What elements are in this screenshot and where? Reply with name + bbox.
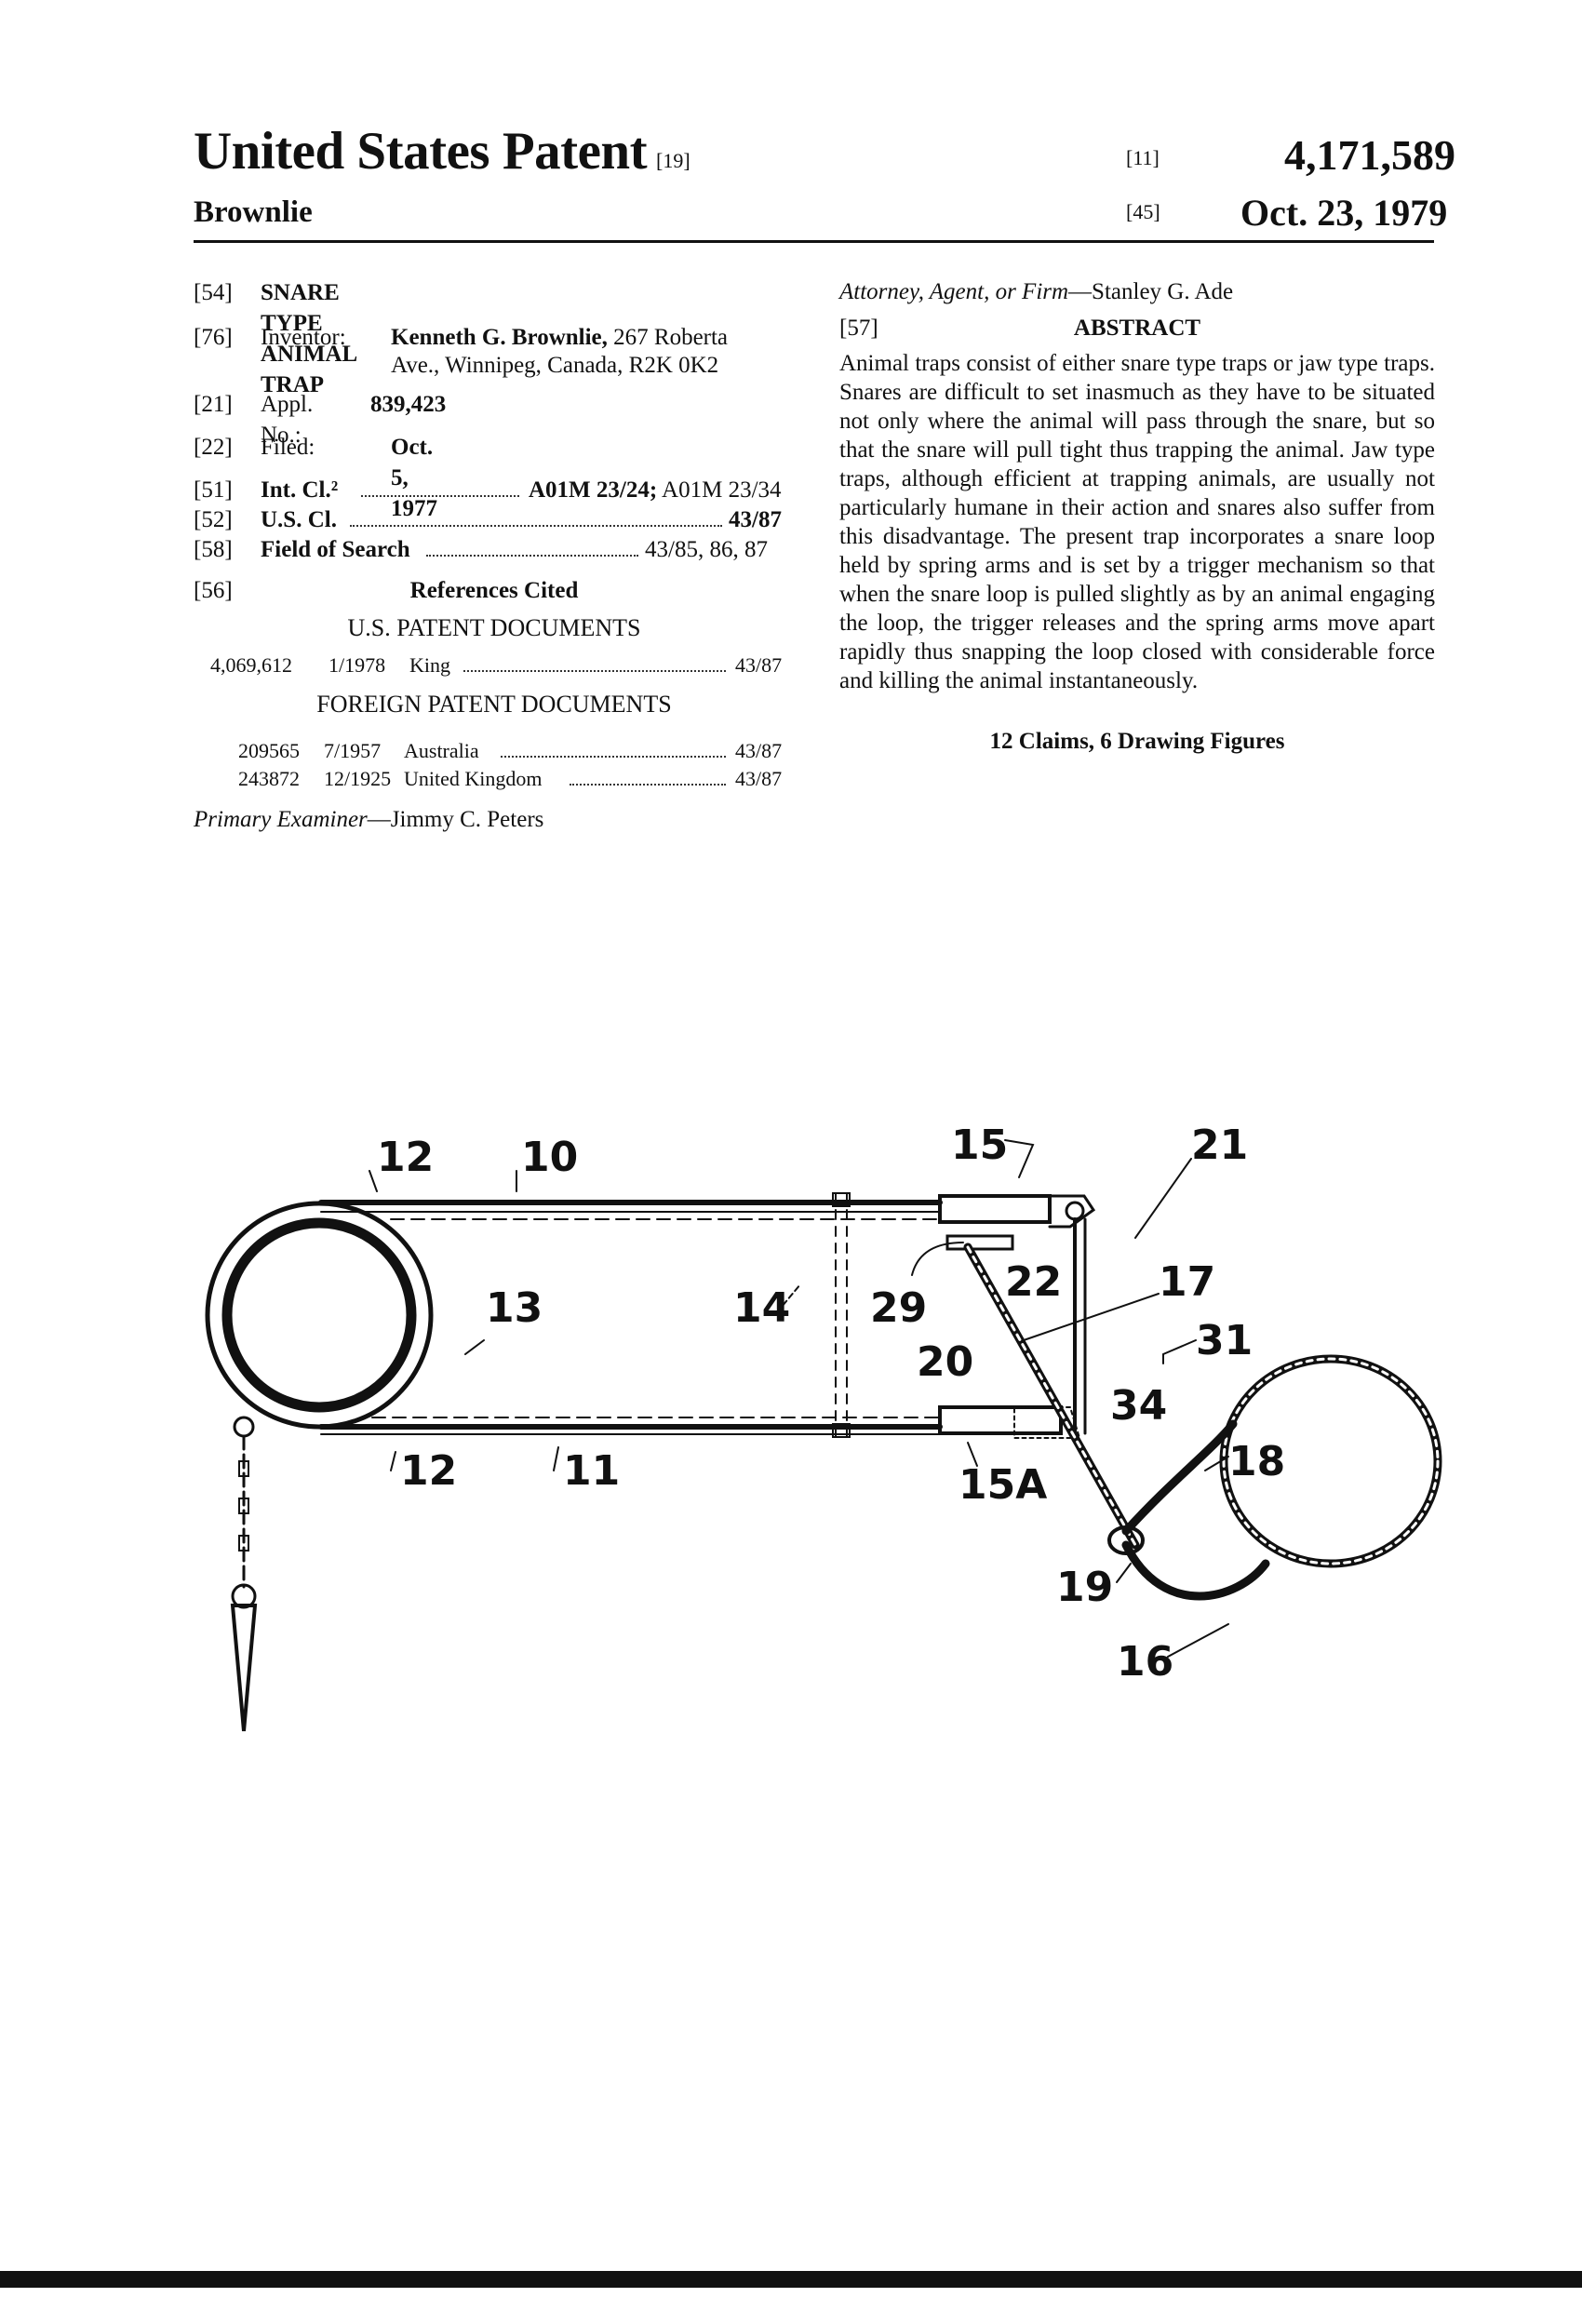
- field-of-search: 43/85, 86, 87: [645, 537, 768, 562]
- invention-title: SNARE TYPE ANIMAL TRAP: [261, 280, 356, 397]
- patent-date: Oct. 23, 1979: [1240, 192, 1448, 234]
- primary-examiner: Primary Examiner—Jimmy C. Peters: [194, 807, 544, 832]
- label-14: 14: [733, 1284, 790, 1332]
- foreign-patents-heading: FOREIGN PATENT DOCUMENTS: [316, 691, 672, 718]
- label-15: 15: [951, 1122, 1008, 1169]
- label-31: 31: [1196, 1317, 1253, 1364]
- bibliographic-column: [54] SNARE TYPE ANIMAL TRAP [76] Invento…: [194, 277, 795, 836]
- label-16: 16: [1117, 1638, 1173, 1686]
- upper-bracket: [938, 1194, 1052, 1224]
- inventor-address: Ave., Winnipeg, Canada, R2K 0K2: [391, 353, 719, 378]
- label-12-lower: 12: [400, 1447, 457, 1495]
- inventor-full-name: Kenneth G. Brownlie,: [391, 325, 608, 350]
- attorney: Attorney, Agent, or Firm—Stanley G. Ade: [839, 279, 1234, 304]
- label-34: 34: [1110, 1382, 1167, 1430]
- label-17: 17: [1159, 1258, 1215, 1306]
- label-20: 20: [917, 1338, 973, 1386]
- coil-spring-inner: [221, 1217, 417, 1413]
- filed-date: Oct. 5, 1977: [391, 435, 437, 521]
- references-heading: References Cited: [409, 578, 579, 603]
- abstract-text: Animal traps consist of either snare typ…: [839, 351, 1435, 693]
- label-10: 10: [521, 1134, 578, 1181]
- number-code: [11]: [1126, 146, 1160, 169]
- ferrule: [1107, 1525, 1145, 1555]
- abstract-column: Attorney, Agent, or Firm—Stanley G. Ade …: [839, 277, 1435, 756]
- label-13: 13: [486, 1284, 543, 1332]
- us-class: 43/87: [729, 507, 782, 532]
- label-12: 12: [377, 1134, 434, 1181]
- patent-drawing: 12 10 15 21 13 14 29 22 17 31 20 34 12 1…: [205, 1122, 1442, 1732]
- abstract-heading-row: [57] ABSTRACT: [839, 314, 1435, 349]
- trigger-plate: [945, 1234, 1014, 1251]
- label-29: 29: [870, 1284, 927, 1332]
- anchor-stake: [230, 1604, 258, 1732]
- abstract-heading: ABSTRACT: [1073, 316, 1201, 341]
- coil-spring-outer: [205, 1201, 434, 1430]
- title-code: [19]: [656, 149, 690, 172]
- label-21: 21: [1191, 1122, 1248, 1169]
- date-code: [45]: [1126, 200, 1160, 223]
- patent-title: United States Patent: [194, 122, 648, 181]
- application-number: 839,423: [370, 392, 447, 417]
- label-11: 11: [563, 1447, 620, 1495]
- inventor-surname: Brownlie: [194, 195, 313, 229]
- label-15a: 15A: [959, 1461, 1047, 1509]
- header-rule: [194, 240, 1434, 243]
- us-patents-heading: U.S. PATENT DOCUMENTS: [347, 614, 641, 641]
- label-19: 19: [1056, 1564, 1113, 1611]
- scan-bottom-bar: [0, 2271, 1582, 2288]
- patent-number: 4,171,589: [1284, 131, 1455, 179]
- claims-count: 12 Claims, 6 Drawing Figures: [989, 729, 1285, 754]
- label-22: 22: [1005, 1258, 1062, 1306]
- label-18: 18: [1228, 1438, 1285, 1485]
- lower-bracket: [938, 1405, 1063, 1435]
- chain-ring: [233, 1416, 255, 1438]
